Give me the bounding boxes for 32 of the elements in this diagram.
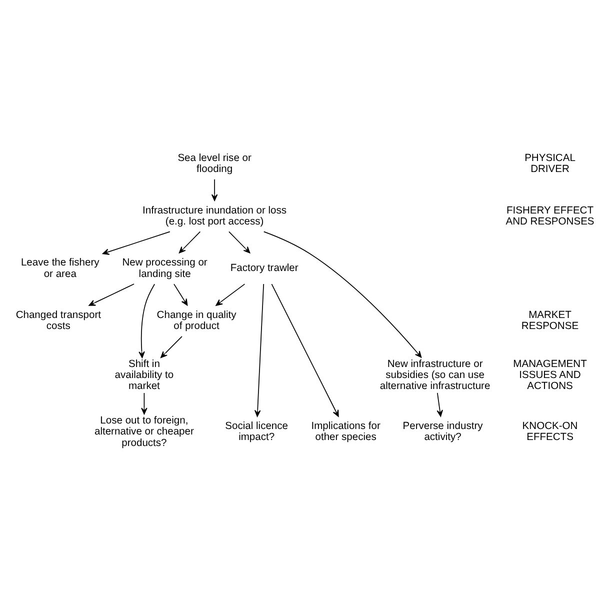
label: FISHERY EFFECT AND RESPONSES [506, 204, 594, 227]
arrow [141, 392, 148, 414]
node-text: New processing or landing site [122, 257, 208, 280]
label: MARKET RESPONSE [521, 309, 579, 332]
node-text: Shift in availability to market [114, 358, 174, 392]
node-text: New infrastructure or subsidies (so can use alternative infrastructure [380, 358, 490, 392]
arrow [138, 283, 156, 358]
node-text: Social licence impact? [225, 420, 288, 443]
arrow [174, 283, 188, 306]
node-text: Sea level rise or flooding [178, 152, 252, 175]
node-text: Change in quality of product [156, 309, 236, 332]
node-text: Infrastructure inundation or loss (e.g. lost port access) [142, 204, 287, 227]
node-text: Factory trawler [230, 262, 298, 274]
arrow [228, 230, 250, 253]
node-text: Perverse industry activity? [402, 420, 483, 443]
arrow [178, 230, 201, 253]
label: MANAGEMENT ISSUES AND ACTIONS [513, 358, 587, 392]
arrow [263, 230, 422, 358]
node-text: Leave the fishery or area [20, 257, 100, 280]
arrow [160, 336, 182, 358]
label: KNOCK-ON EFFECTS [522, 420, 578, 443]
label: PHYSICAL DRIVER [524, 152, 576, 175]
arrow [436, 392, 443, 416]
node-text: Changed transport costs [16, 309, 101, 332]
arrow [254, 283, 264, 416]
arrow [271, 283, 339, 416]
node-text: Implications for other species [311, 420, 380, 443]
arrow [216, 283, 246, 306]
arrow [102, 230, 170, 254]
arrow [211, 178, 218, 200]
node-text: Lose out to foreign, alternative or cheaper products? [94, 414, 194, 448]
arrow [88, 283, 134, 306]
